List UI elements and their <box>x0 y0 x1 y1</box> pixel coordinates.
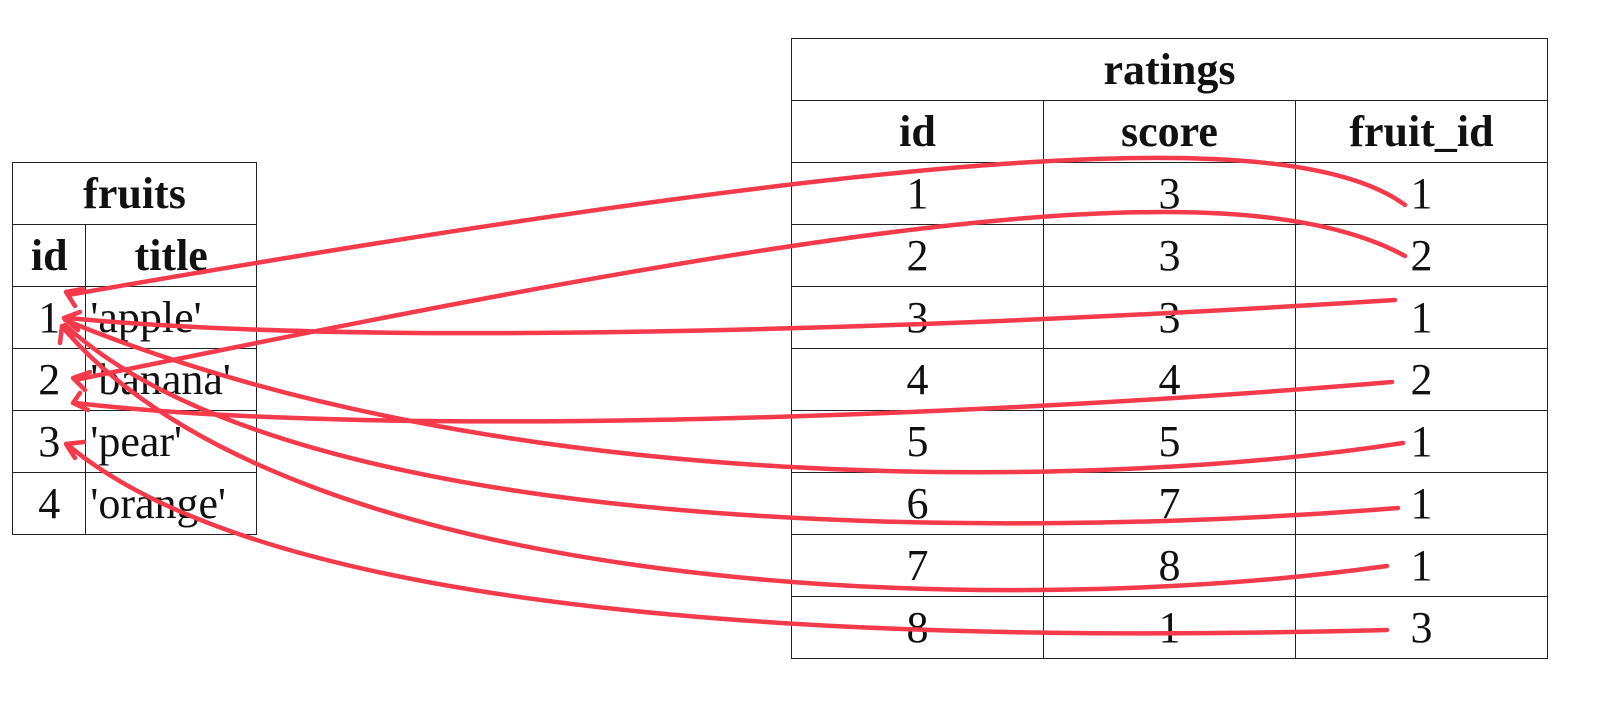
fruits-table-title: fruits <box>12 162 257 225</box>
fruits-cell-id: 2 <box>11 348 87 411</box>
ratings-cell-fruit-id: 1 <box>1295 286 1548 349</box>
ratings-row: 2 3 2 <box>791 224 1548 287</box>
ratings-cell-fruit-id: 1 <box>1295 534 1548 597</box>
ratings-cell-fruit-id: 1 <box>1295 410 1548 473</box>
fruits-table: fruits id title 1 'apple' 2 'banana' 3 '… <box>11 162 257 535</box>
ratings-cell-id: 5 <box>791 410 1044 473</box>
fruits-cell-id: 1 <box>11 286 87 349</box>
ratings-cell-id: 8 <box>791 596 1044 659</box>
ratings-cell-id: 2 <box>791 224 1044 287</box>
fruits-header-title: title <box>85 224 257 287</box>
ratings-row: 5 5 1 <box>791 410 1548 473</box>
ratings-cell-score: 3 <box>1043 286 1296 349</box>
ratings-table: ratings id score fruit_id 1 3 1 2 3 2 3 … <box>791 38 1548 659</box>
fruits-cell-id: 4 <box>11 472 87 535</box>
fruits-row: 3 'pear' <box>11 410 257 473</box>
fruits-cell-title: 'pear' <box>85 410 257 473</box>
ratings-row: 1 3 1 <box>791 162 1548 225</box>
ratings-cell-score: 5 <box>1043 410 1296 473</box>
ratings-cell-score: 3 <box>1043 224 1296 287</box>
ratings-cell-id: 7 <box>791 534 1044 597</box>
ratings-cell-id: 1 <box>791 162 1044 225</box>
fruits-cell-title: 'orange' <box>85 472 257 535</box>
fruits-cell-id: 3 <box>11 410 87 473</box>
ratings-table-title: ratings <box>791 38 1548 101</box>
ratings-cell-fruit-id: 3 <box>1295 596 1548 659</box>
ratings-cell-fruit-id: 1 <box>1295 472 1548 535</box>
ratings-header-fruit-id: fruit_id <box>1295 100 1548 163</box>
fruits-cell-title: 'apple' <box>85 286 257 349</box>
fruits-header-id: id <box>11 224 87 287</box>
ratings-cell-score: 1 <box>1043 596 1296 659</box>
ratings-cell-score: 7 <box>1043 472 1296 535</box>
ratings-cell-id: 3 <box>791 286 1044 349</box>
ratings-cell-fruit-id: 2 <box>1295 224 1548 287</box>
fruits-row: 4 'orange' <box>11 472 257 535</box>
ratings-row: 4 4 2 <box>791 348 1548 411</box>
ratings-row: 6 7 1 <box>791 472 1548 535</box>
fruits-row: 2 'banana' <box>11 348 257 411</box>
ratings-cell-fruit-id: 1 <box>1295 162 1548 225</box>
ratings-cell-score: 3 <box>1043 162 1296 225</box>
ratings-cell-id: 6 <box>791 472 1044 535</box>
fruits-cell-title: 'banana' <box>85 348 257 411</box>
fruits-row: 1 'apple' <box>11 286 257 349</box>
ratings-header-score: score <box>1043 100 1296 163</box>
ratings-row: 8 1 3 <box>791 596 1548 659</box>
ratings-row: 7 8 1 <box>791 534 1548 597</box>
ratings-cell-fruit-id: 2 <box>1295 348 1548 411</box>
ratings-cell-score: 8 <box>1043 534 1296 597</box>
ratings-cell-id: 4 <box>791 348 1044 411</box>
ratings-row: 3 3 1 <box>791 286 1548 349</box>
ratings-header-id: id <box>791 100 1044 163</box>
ratings-cell-score: 4 <box>1043 348 1296 411</box>
